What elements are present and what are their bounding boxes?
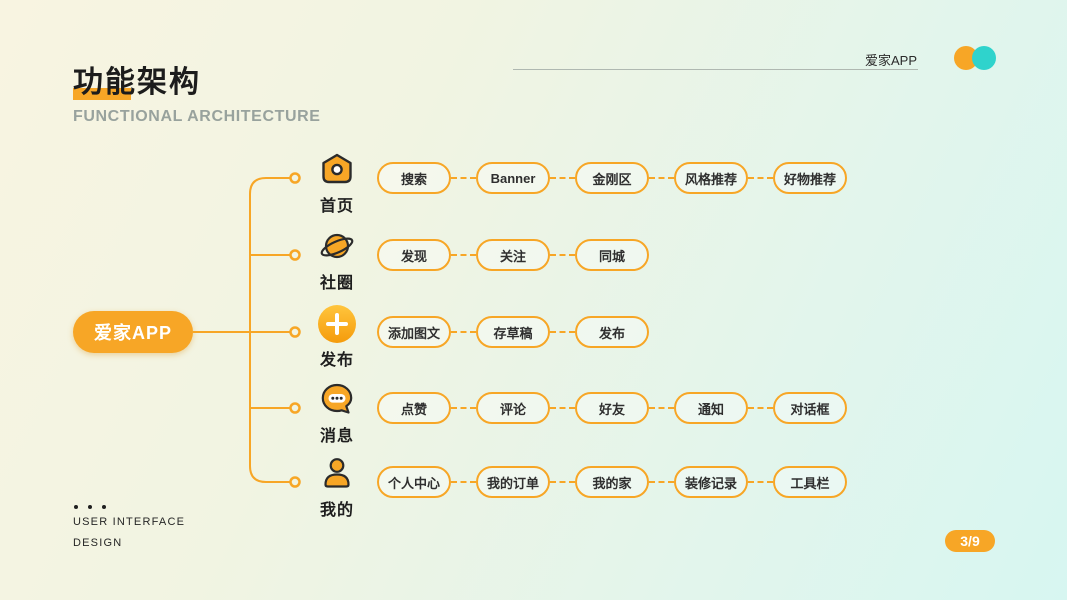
feature-node: 评论 xyxy=(476,392,550,424)
dashed-connector xyxy=(451,254,476,256)
planet-icon xyxy=(317,227,357,267)
feature-node: 点赞 xyxy=(377,392,451,424)
dashed-connector xyxy=(451,407,476,409)
branch-head-4: 消息 xyxy=(313,380,361,446)
feature-node: 金刚区 xyxy=(575,162,649,194)
home-icon xyxy=(317,150,357,190)
feature-node: 通知 xyxy=(674,392,748,424)
feature-node: 添加图文 xyxy=(377,316,451,348)
branch-head-3: 发布 xyxy=(313,304,361,370)
node-row-2: 发现关注同城 xyxy=(377,239,649,271)
page-title: 功能架构 xyxy=(73,66,321,100)
branch-label: 消息 xyxy=(319,428,354,445)
feature-node: 关注 xyxy=(476,239,550,271)
feature-node: 发现 xyxy=(377,239,451,271)
footer-design: DESIGN xyxy=(73,537,123,549)
dashed-connector xyxy=(748,407,773,409)
branch-head-1: 首页 xyxy=(313,150,361,216)
root-node: 爱家APP xyxy=(73,311,193,353)
branch-label: 我的 xyxy=(319,502,354,519)
ellipsis-dots-icon xyxy=(74,505,106,509)
feature-node: 对话框 xyxy=(773,392,847,424)
feature-node: 工具栏 xyxy=(773,466,847,498)
header-app-label: 爱家APP xyxy=(864,53,917,68)
branch-label: 首页 xyxy=(319,198,354,215)
branch-label: 发布 xyxy=(319,352,354,369)
page-title-text: 功能架构 xyxy=(73,66,201,99)
node-row-1: 搜索 Banner 金刚区风格推荐好物推荐 xyxy=(377,162,847,194)
dashed-connector xyxy=(451,177,476,179)
branch-head-5: 我的 xyxy=(313,454,361,520)
tree-connector-lines xyxy=(193,172,301,488)
dashed-connector xyxy=(649,481,674,483)
node-row-5: 个人中心我的订单我的家装修记录工具栏 xyxy=(377,466,847,498)
feature-node: 发布 xyxy=(575,316,649,348)
feature-node: 好物推荐 xyxy=(773,162,847,194)
plus-icon xyxy=(317,304,357,344)
node-row-4: 点赞评论好友通知对话框 xyxy=(377,392,847,424)
branch-head-2: 社圈 xyxy=(313,227,361,293)
title-block: 功能架构 FUNCTIONAL ARCHITECTURE xyxy=(73,66,321,126)
title-highlight-bar xyxy=(73,88,131,100)
feature-node: 装修记录 xyxy=(674,466,748,498)
feature-node: 我的订单 xyxy=(476,466,550,498)
dashed-connector xyxy=(550,481,575,483)
dashed-connector xyxy=(748,177,773,179)
logo-cyan-circle-icon xyxy=(972,46,996,70)
feature-node: 同城 xyxy=(575,239,649,271)
dashed-connector xyxy=(550,407,575,409)
dashed-connector xyxy=(451,331,476,333)
feature-node: Banner xyxy=(476,162,550,194)
dashed-connector xyxy=(550,331,575,333)
header-divider-line xyxy=(513,69,918,70)
feature-node: 存草稿 xyxy=(476,316,550,348)
footer-user-interface: USER INTERFACE xyxy=(73,516,186,528)
feature-node: 个人中心 xyxy=(377,466,451,498)
dashed-connector xyxy=(649,407,674,409)
node-row-3: 添加图文存草稿发布 xyxy=(377,316,649,348)
chat-icon xyxy=(317,380,357,420)
user-icon xyxy=(317,454,357,494)
feature-node: 我的家 xyxy=(575,466,649,498)
dashed-connector xyxy=(451,481,476,483)
page-number-badge: 3/9 xyxy=(945,530,995,552)
feature-node: 风格推荐 xyxy=(674,162,748,194)
dashed-connector xyxy=(550,254,575,256)
dashed-connector xyxy=(550,177,575,179)
feature-node: 好友 xyxy=(575,392,649,424)
dashed-connector xyxy=(649,177,674,179)
page-subtitle: FUNCTIONAL ARCHITECTURE xyxy=(73,108,321,125)
dashed-connector xyxy=(748,481,773,483)
branch-label: 社圈 xyxy=(319,275,354,292)
feature-node: 搜索 xyxy=(377,162,451,194)
